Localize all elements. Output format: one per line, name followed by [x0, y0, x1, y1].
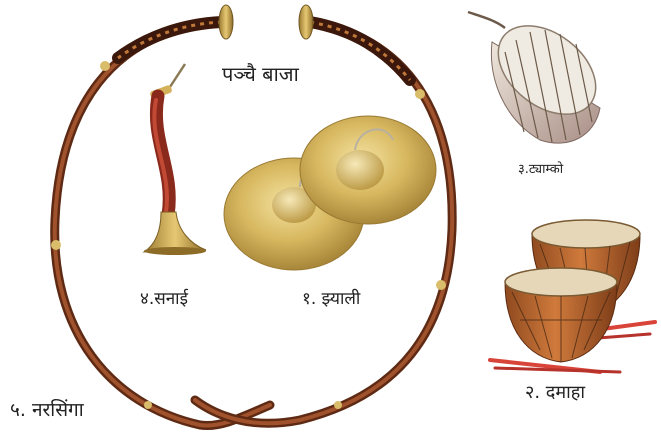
damaha-drums	[490, 220, 655, 372]
figure-title: पञ्चै बाजा	[222, 60, 299, 87]
narsinga-bell-left	[219, 5, 233, 39]
damaha-back-head	[532, 220, 640, 248]
narsinga-bell-right	[299, 5, 313, 39]
label-tyamko: ३.ट्याम्को	[518, 159, 563, 177]
jhyali-cymbals	[224, 116, 436, 270]
tyamko-drum	[468, 8, 613, 143]
label-sanai: ४.सनाई	[140, 286, 188, 309]
damaha-front-head	[505, 268, 617, 296]
sanai-shawm	[144, 64, 206, 255]
label-narsinga: ५. नरसिंगा	[10, 396, 84, 422]
label-jhyali: १. झ्याली	[302, 286, 360, 309]
sanai-bell	[144, 212, 206, 252]
label-damaha: २. दमाहा	[525, 380, 585, 404]
